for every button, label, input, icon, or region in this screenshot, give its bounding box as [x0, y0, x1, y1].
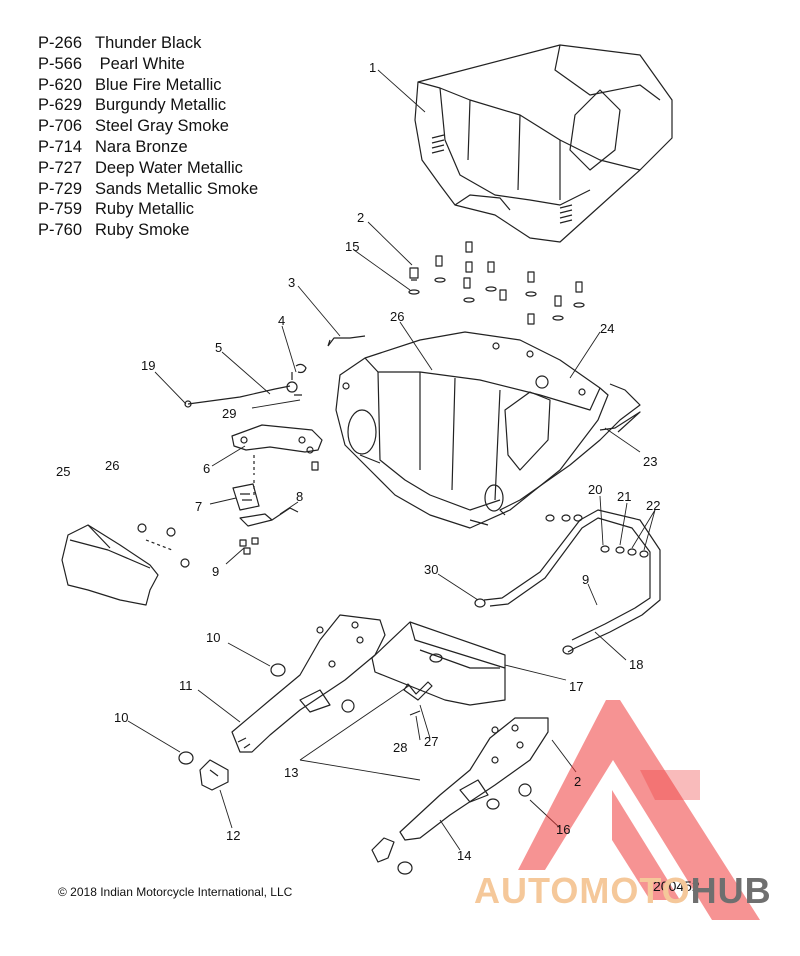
legend-code: P-566 [38, 54, 83, 73]
legend-name: Blue Fire Metallic [95, 75, 222, 94]
callout: 3 [288, 275, 295, 290]
callout: 7 [195, 499, 202, 514]
legend-row: P-266 Thunder Black [38, 33, 258, 54]
legend-code: P-759 [38, 200, 83, 219]
callout: 17 [569, 679, 583, 694]
legend-row: P-629 Burgundy Metallic [38, 95, 258, 116]
callout: 4 [278, 313, 285, 328]
legend-row: P-727 Deep Water Metallic [38, 158, 258, 179]
callout: 19 [141, 358, 155, 373]
callout: 21 [617, 489, 631, 504]
cable-part [187, 385, 291, 405]
trunk-lid-part [414, 44, 673, 243]
legend-code: P-629 [38, 96, 83, 115]
callout: 25 [56, 464, 70, 479]
legend-name: Sands Metallic Smoke [95, 179, 259, 198]
watermark-part1: AUTOMOTO [474, 870, 691, 911]
callout: 11 [179, 678, 193, 693]
legend-row: P-566 Pearl White [38, 54, 258, 75]
callout: 30 [424, 562, 438, 577]
legend-name: Ruby Metallic [95, 200, 195, 219]
legend-name: Steel Gray Smoke [95, 117, 229, 136]
legend-row: P-706 Steel Gray Smoke [38, 116, 258, 137]
right-arm-part [399, 717, 549, 841]
legend-name: Thunder Black [95, 34, 202, 52]
legend-row: P-760 Ruby Smoke [38, 220, 258, 241]
callout: 6 [203, 461, 210, 476]
copyright-notice: © 2018 Indian Motorcycle International, … [58, 885, 293, 899]
watermark-logo-icon [518, 700, 760, 920]
bracket-part [231, 424, 323, 498]
legend-name: Deep Water Metallic [95, 158, 243, 177]
legend-row: P-620 Blue Fire Metallic [38, 75, 258, 96]
callout: 27 [424, 734, 438, 749]
callout: 12 [226, 828, 240, 843]
callout: 1 [369, 60, 376, 75]
watermark-part2: HUB [690, 870, 772, 911]
diagram-number: 200452 [653, 878, 700, 894]
legend-code: P-266 [38, 34, 83, 52]
callout: 28 [393, 740, 407, 755]
left-arm-part [231, 614, 386, 753]
trunk-base-part [335, 331, 641, 529]
legend-name: Ruby Smoke [95, 221, 190, 240]
legend-code: P-706 [38, 117, 83, 136]
callout: 2 [574, 774, 581, 789]
fastener-cluster [408, 241, 585, 325]
callout: 20 [588, 482, 602, 497]
legend-row: P-714 Nara Bronze [38, 137, 258, 158]
callout: 18 [629, 657, 643, 672]
legend-code: P-620 [38, 75, 83, 94]
callout: 5 [215, 340, 222, 355]
callout: 24 [600, 321, 614, 336]
callout: 16 [556, 822, 570, 837]
callout: 13 [284, 765, 298, 780]
left-bushing-part [199, 759, 229, 791]
callout: 29 [222, 406, 236, 421]
mount-plate-part [371, 621, 506, 706]
callout: 26 [105, 458, 119, 473]
callout: 8 [296, 489, 303, 504]
watermark-text: AUTOMOTOHUB [474, 870, 772, 912]
legend-code: P-760 [38, 221, 83, 240]
callout: 10 [206, 630, 220, 645]
pad-part [61, 524, 159, 606]
hinge-plate-part [232, 483, 260, 511]
legend-name: Burgundy Metallic [95, 96, 227, 115]
callout: 26 [390, 309, 404, 324]
legend-row: P-759 Ruby Metallic [38, 199, 258, 220]
legend-code: P-727 [38, 158, 83, 177]
callout: 22 [646, 498, 660, 513]
callout: 2 [357, 210, 364, 225]
callout: 9 [582, 572, 589, 587]
legend-name: Pearl White [95, 54, 185, 73]
paint-color-legend: P-266 Thunder Black P-566 Pearl White P-6… [38, 33, 258, 241]
legend-name: Nara Bronze [95, 137, 188, 156]
legend-row: P-729 Sands Metallic Smoke [38, 179, 258, 200]
callout: 23 [643, 454, 657, 469]
legend-code: P-714 [38, 137, 83, 156]
callout: 14 [457, 848, 471, 863]
callout: 10 [114, 710, 128, 725]
callout-labels: 1 2 15 3 4 5 19 26 24 29 6 23 25 26 7 8 … [56, 60, 660, 863]
rail-part [474, 509, 661, 655]
callout: 9 [212, 564, 219, 579]
callout: 15 [345, 239, 359, 254]
legend-code: P-729 [38, 179, 83, 198]
hook-part [327, 335, 366, 347]
